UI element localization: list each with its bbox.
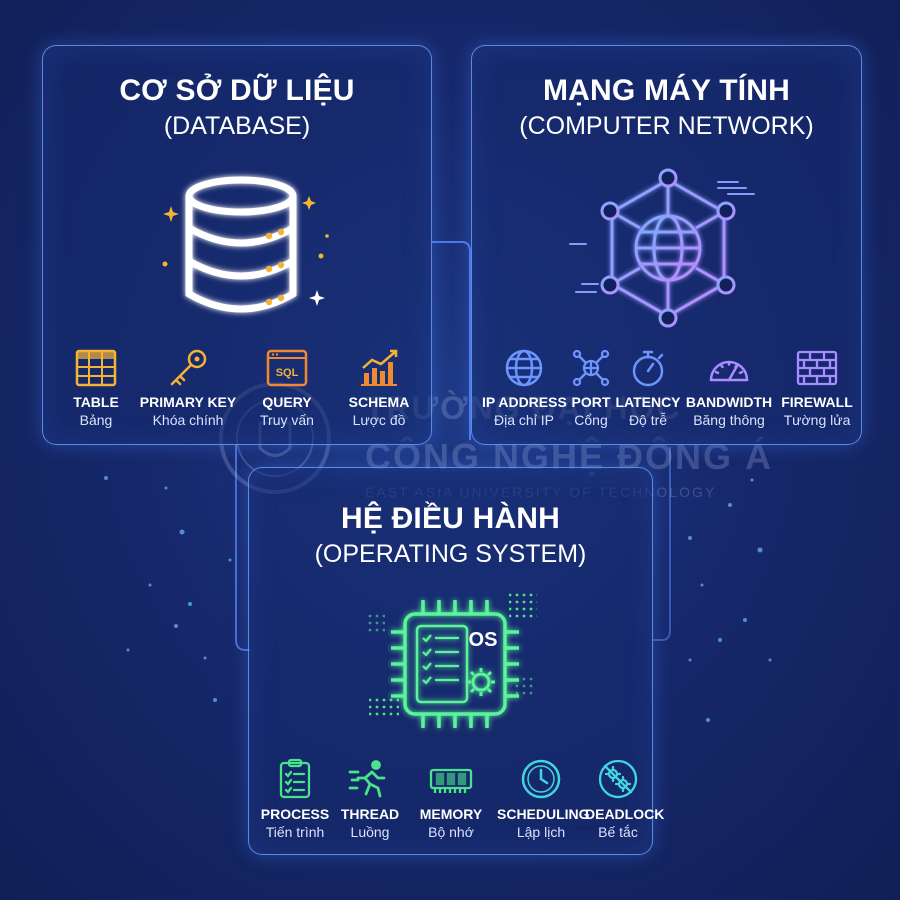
os-item-process-en: PROCESS: [260, 806, 330, 822]
os-item-deadlock-vi: Bế tắc: [598, 824, 638, 840]
clipboard-checklist-icon: [279, 758, 311, 799]
os-title: HỆ ĐIỀU HÀNH: [340, 502, 561, 535]
db-item-primary-key-en: PRIMARY KEY: [139, 394, 237, 410]
net-item-latency: LATENCY Độ trễ: [614, 348, 682, 428]
net-item-port: PORT Cổng: [568, 348, 614, 428]
os-subtitle: (OPERATING SYSTEM): [314, 540, 587, 568]
os-item-process-vi: Tiến trình: [265, 824, 325, 840]
net-item-firewall: FIREWALL Tường lửa: [778, 348, 856, 428]
db-item-table: TABLE Bảng: [61, 348, 131, 428]
database-icon: [162, 176, 329, 313]
db-item-query: SQL QUERY Truy vấn: [249, 348, 325, 428]
net-item-latency-en: LATENCY: [615, 394, 681, 410]
schema-chart-icon: [361, 349, 398, 386]
os-item-deadlock: DEADLOCK Bế tắc: [585, 758, 665, 840]
deadlock-gears-icon: [598, 759, 638, 799]
os-item-thread-vi: Luồng: [350, 824, 390, 840]
db-item-query-en: QUERY: [262, 394, 312, 410]
db-item-schema-en: SCHEMA: [348, 394, 410, 410]
db-item-primary-key: PRIMARY KEY Khóa chính: [135, 348, 241, 428]
os-item-process: PROCESS Tiến trình: [259, 758, 331, 840]
database-title: CƠ SỞ DỮ LIỆU: [119, 74, 355, 107]
sql-label: SQL: [276, 367, 299, 379]
port-network-icon: [572, 349, 610, 387]
os-item-scheduling: SCHEDULING Lập lịch: [497, 758, 590, 840]
db-item-query-vi: Truy vấn: [260, 412, 314, 428]
db-item-primary-key-vi: Khóa chính: [152, 412, 224, 428]
os-item-scheduling-vi: Lập lịch: [516, 824, 566, 840]
speedometer-icon: [709, 360, 749, 382]
net-item-bandwidth-vi: Băng thông: [693, 412, 765, 428]
db-item-schema: SCHEMA Lược đồ: [339, 348, 419, 428]
database-subtitle: (DATABASE): [163, 112, 311, 140]
stopwatch-icon: [632, 350, 664, 387]
table-icon: [75, 349, 117, 387]
os-item-thread-en: THREAD: [340, 806, 400, 822]
net-item-ip-address: IP ADDRESS Địa chỉ IP: [482, 348, 567, 428]
network-globe-icon: [569, 168, 755, 328]
os-item-memory-vi: Bộ nhớ: [428, 824, 474, 840]
net-item-port-vi: Cổng: [574, 412, 608, 428]
net-item-port-en: PORT: [571, 394, 611, 410]
db-item-table-vi: Bảng: [79, 412, 113, 428]
os-item-memory-en: MEMORY: [419, 806, 483, 822]
net-item-bandwidth: BANDWIDTH Băng thông: [684, 348, 774, 428]
db-item-table-en: TABLE: [73, 394, 119, 410]
os-item-deadlock-en: DEADLOCK: [585, 806, 665, 822]
os-chip-icon: OS: [365, 590, 537, 728]
firewall-brick-icon: [796, 350, 838, 386]
network-subtitle: (COMPUTER NETWORK): [519, 112, 814, 140]
os-chip-label: OS: [469, 629, 498, 651]
clock-icon: [521, 759, 561, 799]
network-panel: MẠNG MÁY TÍNH (COMPUTER NETWORK): [471, 45, 862, 445]
net-item-ip-address-en: IP ADDRESS: [482, 394, 567, 410]
os-panel: HỆ ĐIỀU HÀNH (OPERATING SYSTEM) OS: [248, 467, 665, 855]
globe-icon: [505, 349, 543, 387]
memory-ram-icon: [429, 768, 473, 793]
db-item-schema-vi: Lược đồ: [352, 412, 406, 428]
database-panel: CƠ SỞ DỮ LIỆU (DATABASE): [42, 45, 432, 445]
key-icon: [170, 349, 207, 386]
sql-query-icon: SQL: [266, 349, 308, 387]
os-item-thread: THREAD Luồng: [335, 758, 405, 840]
net-item-ip-address-vi: Địa chỉ IP: [494, 412, 554, 428]
running-person-icon: [348, 760, 386, 798]
os-item-scheduling-en: SCHEDULING: [497, 806, 590, 822]
os-item-memory: MEMORY Bộ nhớ: [409, 758, 493, 840]
network-title: MẠNG MÁY TÍNH: [542, 74, 791, 107]
net-item-bandwidth-en: BANDWIDTH: [685, 394, 773, 410]
net-item-firewall-en: FIREWALL: [781, 394, 853, 410]
net-item-firewall-vi: Tường lửa: [783, 412, 851, 428]
net-item-latency-vi: Độ trễ: [628, 412, 668, 428]
